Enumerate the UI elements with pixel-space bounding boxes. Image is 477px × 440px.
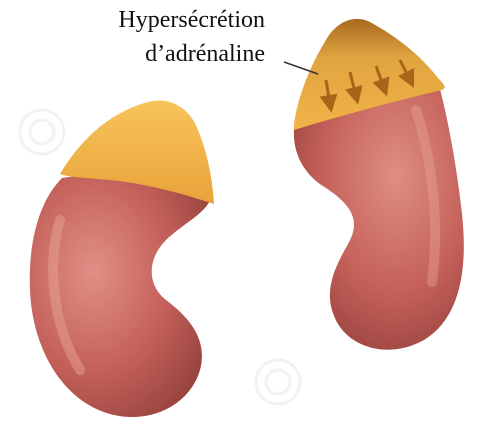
watermark-spiral-icon (266, 370, 290, 394)
annotation-label-line-2: d’adrénaline (145, 40, 265, 68)
watermark-spiral-icon (30, 120, 54, 144)
right-kidney-group (294, 19, 464, 350)
watermark-spiral-icon (256, 360, 300, 404)
annotation-label-line-1: Hypersécrétion (118, 6, 265, 34)
watermark-spiral-icon (20, 110, 64, 154)
